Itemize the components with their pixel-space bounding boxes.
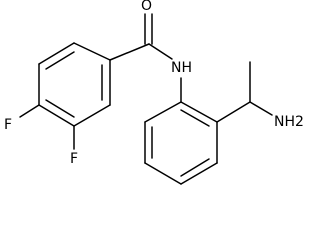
atom-labels: O NH F F NH2	[4, 0, 304, 167]
ring2-bond-4	[180, 162, 218, 185]
carbonyl-n-bond	[148, 43, 173, 60]
ring2-bond-6	[180, 101, 218, 123]
ring1-inner-1	[45, 51, 75, 70]
side-chain-bond	[216, 101, 251, 123]
amine-label: NH2	[274, 114, 304, 130]
ring1-bond-2	[38, 42, 75, 65]
ring2-bond-1	[144, 101, 182, 123]
ring1-bond-5	[73, 104, 111, 127]
bond-lines	[19, 13, 273, 185]
fluorine-para-bond	[19, 104, 40, 118]
oxygen-label: O	[141, 0, 152, 14]
carbonyl-ring-bond	[109, 43, 150, 61]
ring1-inner-2	[45, 99, 75, 118]
amide-nitrogen-label: NH	[171, 60, 192, 76]
ring1-bond-1	[73, 42, 111, 61]
ring2-bond-3	[144, 162, 182, 185]
fluorine-meta-label: F	[70, 151, 78, 167]
ring2-inner-3	[180, 109, 210, 127]
ring2-inner-2	[180, 158, 210, 177]
amine-bond	[249, 101, 273, 116]
fluorine-para-label: F	[4, 117, 12, 133]
molecule-structure-diagram: O NH F F NH2	[4, 0, 304, 185]
ring1-bond-4	[38, 104, 75, 127]
